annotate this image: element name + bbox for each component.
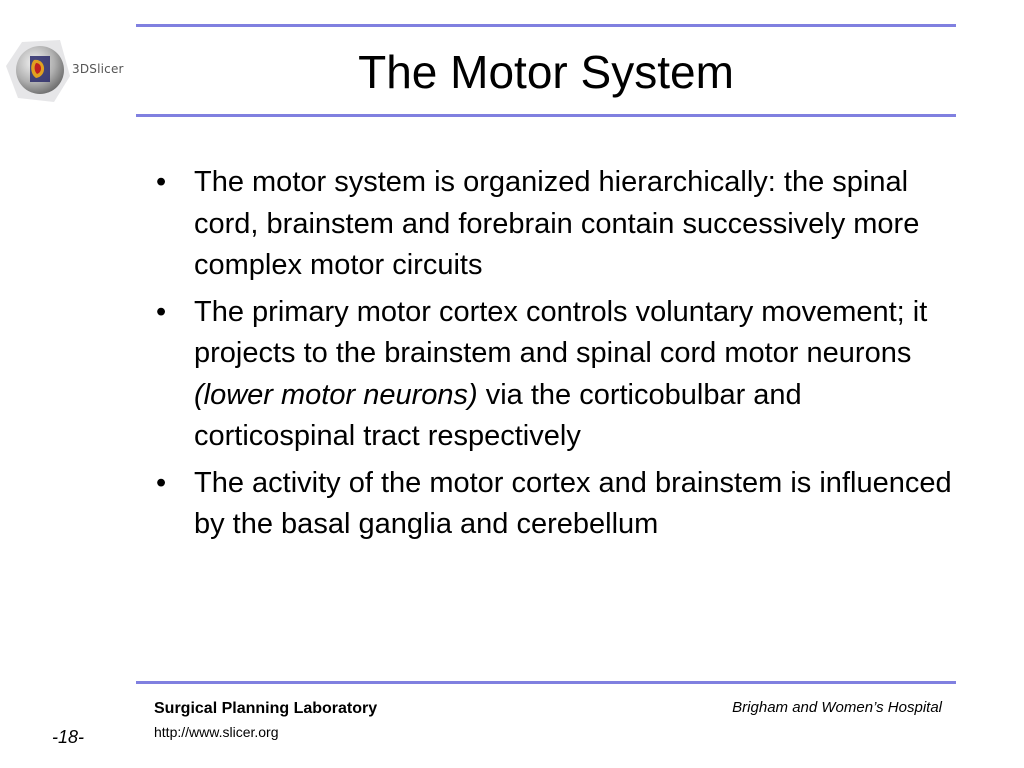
bullet-item: • The primary motor cortex controls volu… — [156, 292, 956, 458]
bullet-text-pre: The primary motor cortex controls volunt… — [194, 295, 928, 370]
bullet-text: The activity of the motor cortex and bra… — [194, 466, 952, 541]
page-number: -18- — [52, 727, 85, 747]
slicer-cube-icon — [6, 40, 70, 102]
slicer-logo: 3DSlicer — [4, 36, 140, 108]
bullet-text-italic: (lower motor neurons) — [194, 378, 478, 411]
footer-rule — [136, 681, 956, 684]
bullet-dot-icon: • — [156, 466, 167, 499]
slide-title: The Motor System — [358, 46, 734, 98]
title-rule — [136, 114, 956, 117]
top-rule — [136, 24, 956, 27]
bullet-item: • The activity of the motor cortex and b… — [156, 463, 956, 546]
bullet-text: The motor system is organized hierarchic… — [194, 166, 920, 281]
bullet-dot-icon: • — [156, 295, 167, 328]
bullet-list: • The motor system is organized hierarch… — [156, 162, 956, 551]
bullet-text-post: via the corticobulbar and corticospinal … — [194, 378, 802, 453]
bullet-dot-icon: • — [156, 166, 167, 198]
footer-url: http://www.slicer.org — [154, 724, 279, 740]
logo-text: 3DSlicer — [72, 62, 124, 76]
footer-hospital: Brigham and Women’s Hospital — [732, 699, 942, 716]
footer-lab-name: Surgical Planning Laboratory — [154, 700, 378, 717]
bullet-item: • The motor system is organized hierarch… — [156, 162, 956, 287]
